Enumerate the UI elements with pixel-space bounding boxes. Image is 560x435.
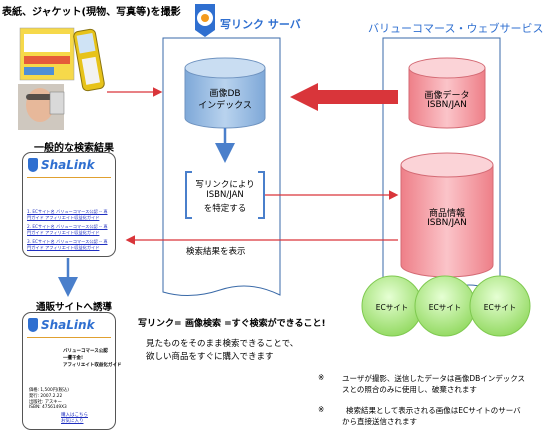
ec-site-circles [361, 275, 531, 337]
person-photo-image [18, 84, 65, 130]
shalink-logo-icon [28, 158, 38, 172]
image-db-label-2: インデックス [198, 101, 252, 111]
shalink-logo-small-text: ShaLink [41, 318, 95, 332]
ec-site-circle-3 [469, 275, 531, 337]
note-1-mark: ※ [318, 373, 325, 382]
search-result-label: 検索結果を表示 [186, 247, 246, 257]
value-commerce-title: バリューコマース・ウェブサービス [368, 22, 544, 35]
image-data-to-db-arrow [290, 83, 398, 111]
shalink-server-logo-icon [195, 4, 215, 37]
note-2-line-2: から直接送信されます [342, 417, 417, 426]
caption-prefix: 写リンク= [138, 319, 182, 329]
result-link-1[interactable]: 1. ECサイト名 バリューコマース公認 -- 専門ガイド アフィリエイト収益化… [27, 209, 108, 220]
ec-site-label-3[interactable]: ECサイト [483, 303, 517, 312]
logo-divider-small [27, 337, 111, 338]
product-info-cylinder [400, 152, 494, 278]
shalink-logo-text: ShaLink [41, 158, 95, 172]
image-data-label-1: 画像データ [424, 91, 470, 101]
product-title-line-3: アフィリエイト収益化ガイド [63, 363, 122, 368]
product-detail-screen: ShaLink バリューコマース公認 一攫千金! アフィリエイト収益化ガイド 価… [22, 312, 121, 430]
mobile-phone-image [73, 28, 105, 92]
result-link-3[interactable]: 3. ECサイト名 バリューコマース公認 -- 専門ガイド アフィリエイト収益化… [27, 239, 108, 250]
mailorder-title: 通販サイトへ誘導 [36, 302, 113, 313]
product-detail-publisher: 出版社: アスキー [29, 400, 62, 405]
logo-divider [27, 177, 111, 178]
note-1-line-1: ユーザが撮影、送信したデータは画像DBインデックス [342, 374, 526, 383]
note-2-line-1: 検索結果として表示される画像はECサイトのサーバ [346, 406, 521, 415]
product-title-line-1: バリューコマース公認 [63, 349, 108, 354]
caption-line-2: 欲しい商品をすぐに購入できます [146, 352, 274, 362]
ec-site-label-2[interactable]: ECサイト [428, 303, 462, 312]
product-info-label-1: 商品情報 [428, 209, 465, 219]
image-db-label-1: 画像DB [209, 89, 241, 99]
image-db-cylinder [184, 57, 266, 129]
shalink-small-logo-icon [28, 318, 38, 332]
note-1-line-2: スとの照合のみに使用し、破棄されます [342, 385, 477, 394]
identify-label-2: ISBN/JAN [206, 190, 244, 200]
result-link-2[interactable]: 2. ECサイト名 バリューコマース公認 -- 専門ガイド アフィリエイト収益化… [27, 224, 108, 235]
product-detail-price: 価格: 1,500円(税込) [29, 388, 69, 393]
search-results-screen: ShaLink 1. ECサイト名 バリューコマース公認 -- 専門ガイド アフ… [22, 152, 116, 257]
ec-site-label-1[interactable]: ECサイト [375, 303, 409, 312]
search-results-title: 一般的な検索結果 [34, 143, 114, 154]
favorite-link[interactable]: お気に入り [61, 419, 84, 424]
identify-bracket [185, 171, 265, 219]
book-cover-image [19, 27, 75, 81]
product-detail-date: 発行: 2007.2.22 [29, 394, 63, 399]
product-detail-isbn: ISBN: 4756149X3 [29, 405, 67, 410]
image-data-label-2: ISBN/JAN [427, 100, 467, 110]
capture-title: 表紙、ジャケット(現物、写真等)を撮影 [2, 7, 181, 18]
image-data-cylinder [408, 57, 486, 129]
caption-line-1: 見たものをそのまま検索できることで、 [146, 339, 299, 349]
product-title-line-2: 一攫千金! [63, 356, 84, 361]
product-info-label-2: ISBN/JAN [427, 218, 467, 228]
caption-headline: 画像検索 =すぐ検索ができること! [185, 319, 326, 329]
identify-label-1: 写リンクにより [195, 180, 255, 190]
buy-link[interactable]: 購入はこちら [61, 413, 88, 418]
note-2-mark: ※ [318, 405, 325, 414]
server-title: 写リンク サーバ [220, 18, 301, 31]
identify-label-3: を特定する [203, 204, 247, 214]
